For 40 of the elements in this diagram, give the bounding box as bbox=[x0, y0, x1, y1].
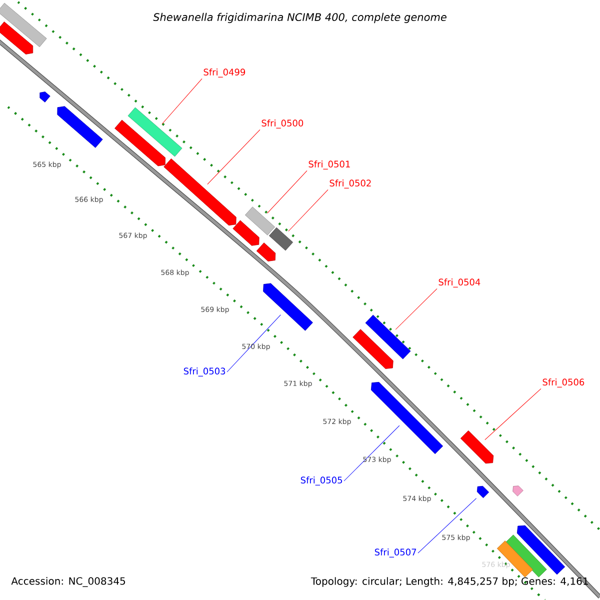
gene-bar bbox=[128, 107, 182, 157]
gene-label: Sfri_0500 bbox=[262, 120, 304, 128]
gene-label: Sfri_0506 bbox=[542, 378, 584, 388]
leader-line bbox=[484, 388, 542, 440]
gene-label: Sfri_0499 bbox=[204, 68, 246, 78]
leader-line bbox=[344, 425, 400, 482]
gene-bar bbox=[496, 540, 534, 578]
leader-line bbox=[395, 288, 438, 330]
gene-block bbox=[114, 120, 166, 166]
gene-block bbox=[232, 220, 260, 246]
gene-block bbox=[164, 158, 236, 226]
gene-bar bbox=[0, 2, 47, 48]
gene-block bbox=[516, 525, 566, 575]
gene-block bbox=[263, 283, 313, 331]
gene-label: Sfri_0507 bbox=[374, 548, 416, 558]
leader-line bbox=[162, 78, 202, 124]
gene-block bbox=[460, 430, 494, 464]
gene-bar bbox=[268, 227, 294, 251]
gene-block bbox=[512, 486, 524, 496]
gene-block bbox=[352, 329, 394, 369]
gene-label: Sfri_0503 bbox=[184, 368, 226, 376]
leader-line bbox=[226, 314, 281, 372]
gene-bar bbox=[365, 314, 411, 360]
gene-label: Sfri_0501 bbox=[308, 160, 350, 170]
leader-line bbox=[288, 189, 328, 232]
gene-block bbox=[40, 92, 50, 102]
leader-line bbox=[207, 129, 260, 185]
leader-line bbox=[418, 498, 477, 554]
gene-block bbox=[0, 22, 34, 54]
title: Shewanella frigidimarina NCIMB 400, complete genome bbox=[153, 12, 446, 24]
gene-block bbox=[256, 242, 276, 262]
gene-block bbox=[57, 106, 103, 148]
gene-label: Sfri_0505 bbox=[300, 476, 342, 486]
footer-text: Accession: NC_008345 bbox=[11, 577, 126, 587]
gene-bar bbox=[244, 206, 276, 236]
leader-line bbox=[267, 170, 308, 214]
gene-label: Sfri_0502 bbox=[330, 180, 371, 188]
gene-block bbox=[370, 382, 444, 454]
gene-block bbox=[476, 486, 490, 498]
gene-label: Sfri_0504 bbox=[438, 278, 480, 288]
